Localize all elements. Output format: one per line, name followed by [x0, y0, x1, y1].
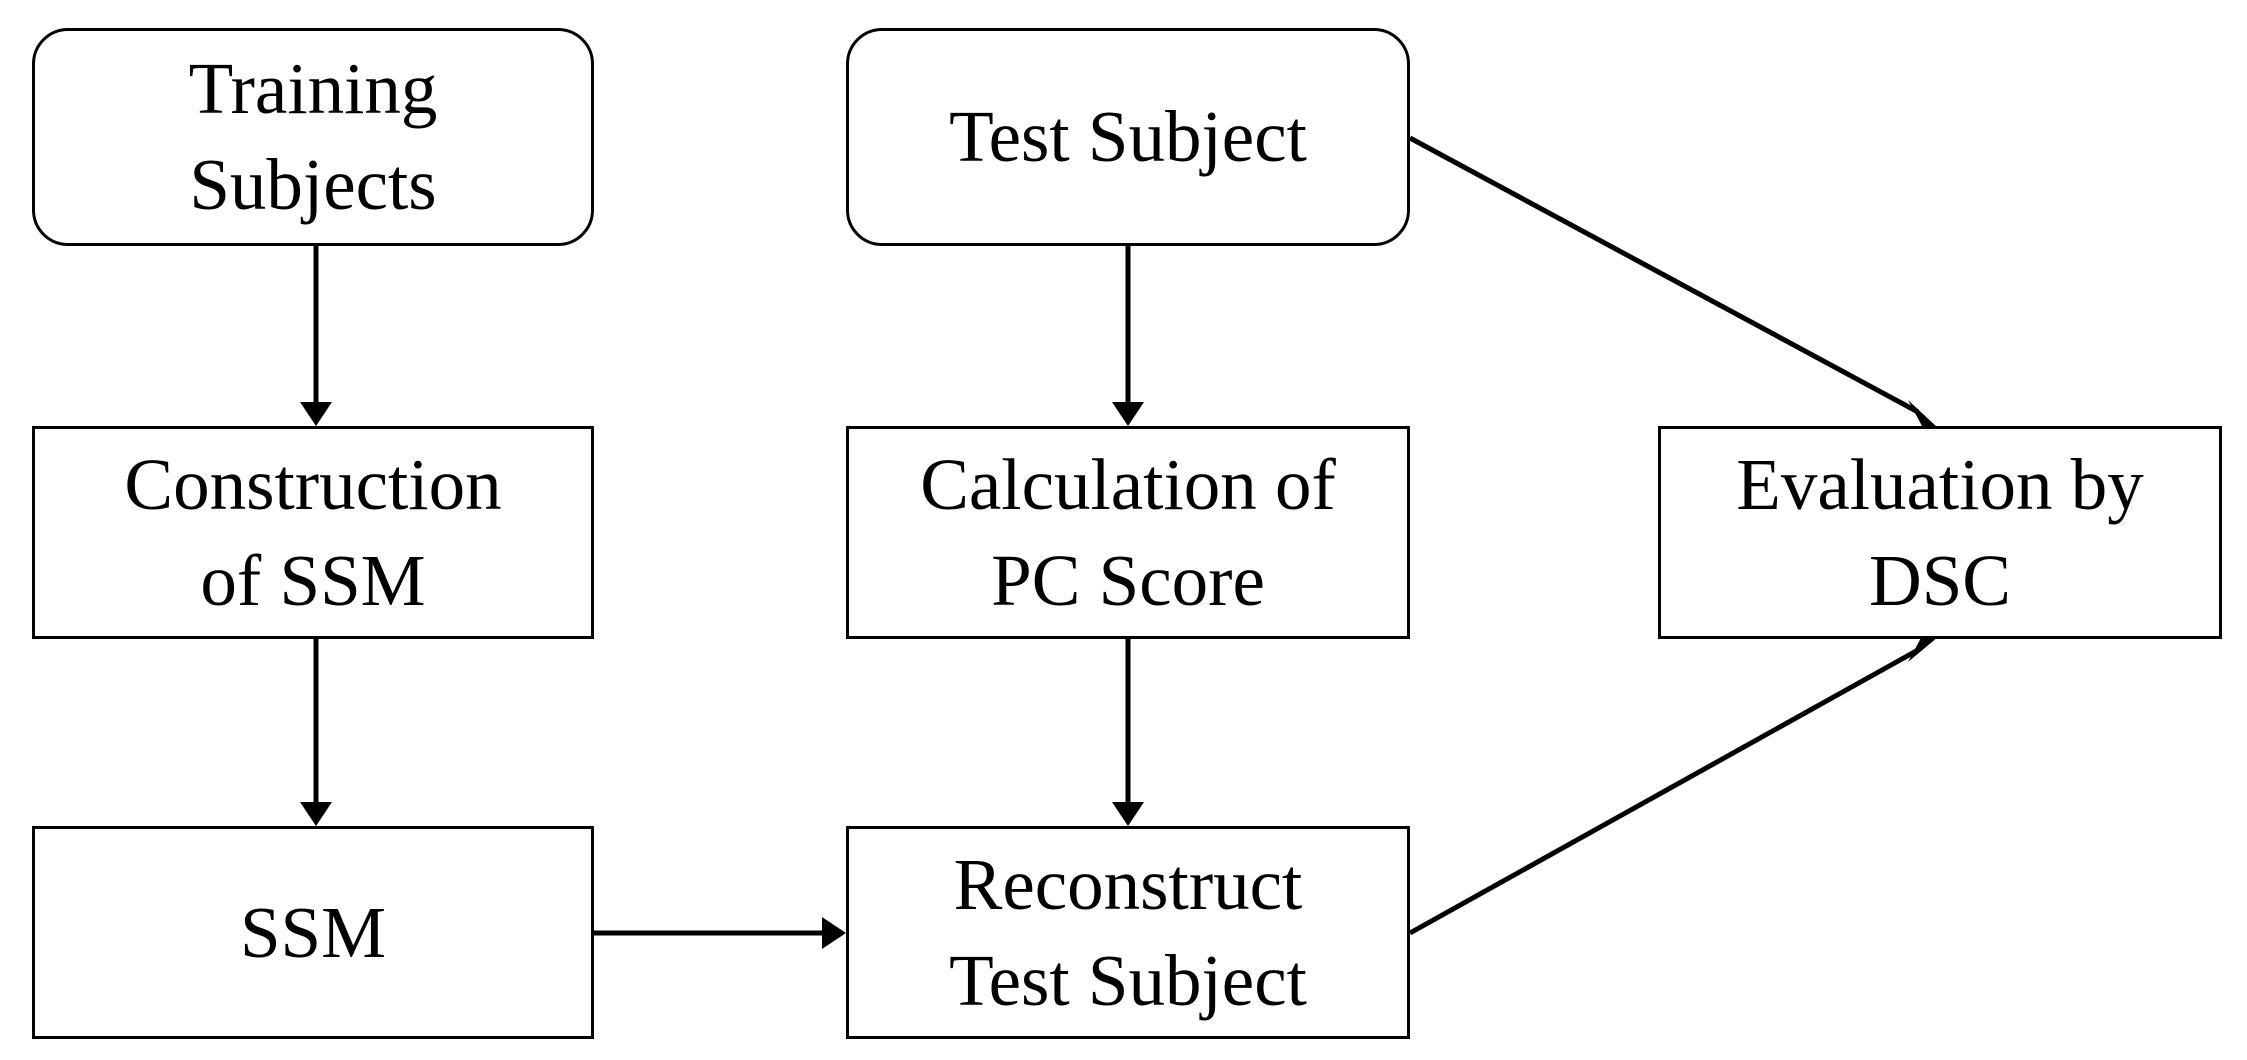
arrowhead-test-to-evaluation [1908, 400, 1938, 428]
edge-test-to-evaluation [1408, 135, 1920, 415]
node-calculation-line-1: Calculation of [920, 443, 1336, 525]
node-evaluation-line-1: Evaluation by [1736, 443, 2144, 525]
node-ssm-line-1: SSM [239, 891, 387, 973]
node-test-subject: Test Subject [846, 28, 1410, 246]
node-training-subjects: Training Subjects [32, 28, 594, 246]
node-training-subjects-line-1: Training [188, 48, 438, 129]
arrowhead-calculation-to-reconstruct [1112, 802, 1144, 826]
node-evaluation-line-2: DSC [1868, 539, 2011, 621]
node-ssm: SSM [32, 826, 594, 1039]
arrowhead-training-to-construction [300, 402, 332, 426]
node-construction-line-1: Construction [124, 443, 502, 525]
node-test-subject-line-1: Test Subject [949, 96, 1307, 177]
edge-reconstruct-to-evaluation [1408, 647, 1920, 936]
node-reconstruct-line-1: Reconstruct [953, 843, 1303, 925]
node-reconstruct-test-subject: Reconstruct Test Subject [846, 826, 1410, 1039]
node-calculation-line-2: PC Score [991, 539, 1265, 621]
node-construction-of-ssm: Construction of SSM [32, 426, 594, 639]
arrowhead-test-to-calculation [1112, 402, 1144, 426]
node-reconstruct-line-2: Test Subject [949, 939, 1307, 1021]
arrowhead-construction-to-ssm [300, 802, 332, 826]
node-calculation-of-pc-score: Calculation of PC Score [846, 426, 1410, 639]
arrowhead-ssm-to-reconstruct [822, 917, 846, 949]
arrowhead-reconstruct-to-evaluation [1908, 636, 1938, 662]
node-evaluation-by-dsc: Evaluation by DSC [1658, 426, 2222, 639]
node-construction-line-2: of SSM [200, 539, 426, 621]
node-training-subjects-line-2: Subjects [189, 144, 437, 225]
